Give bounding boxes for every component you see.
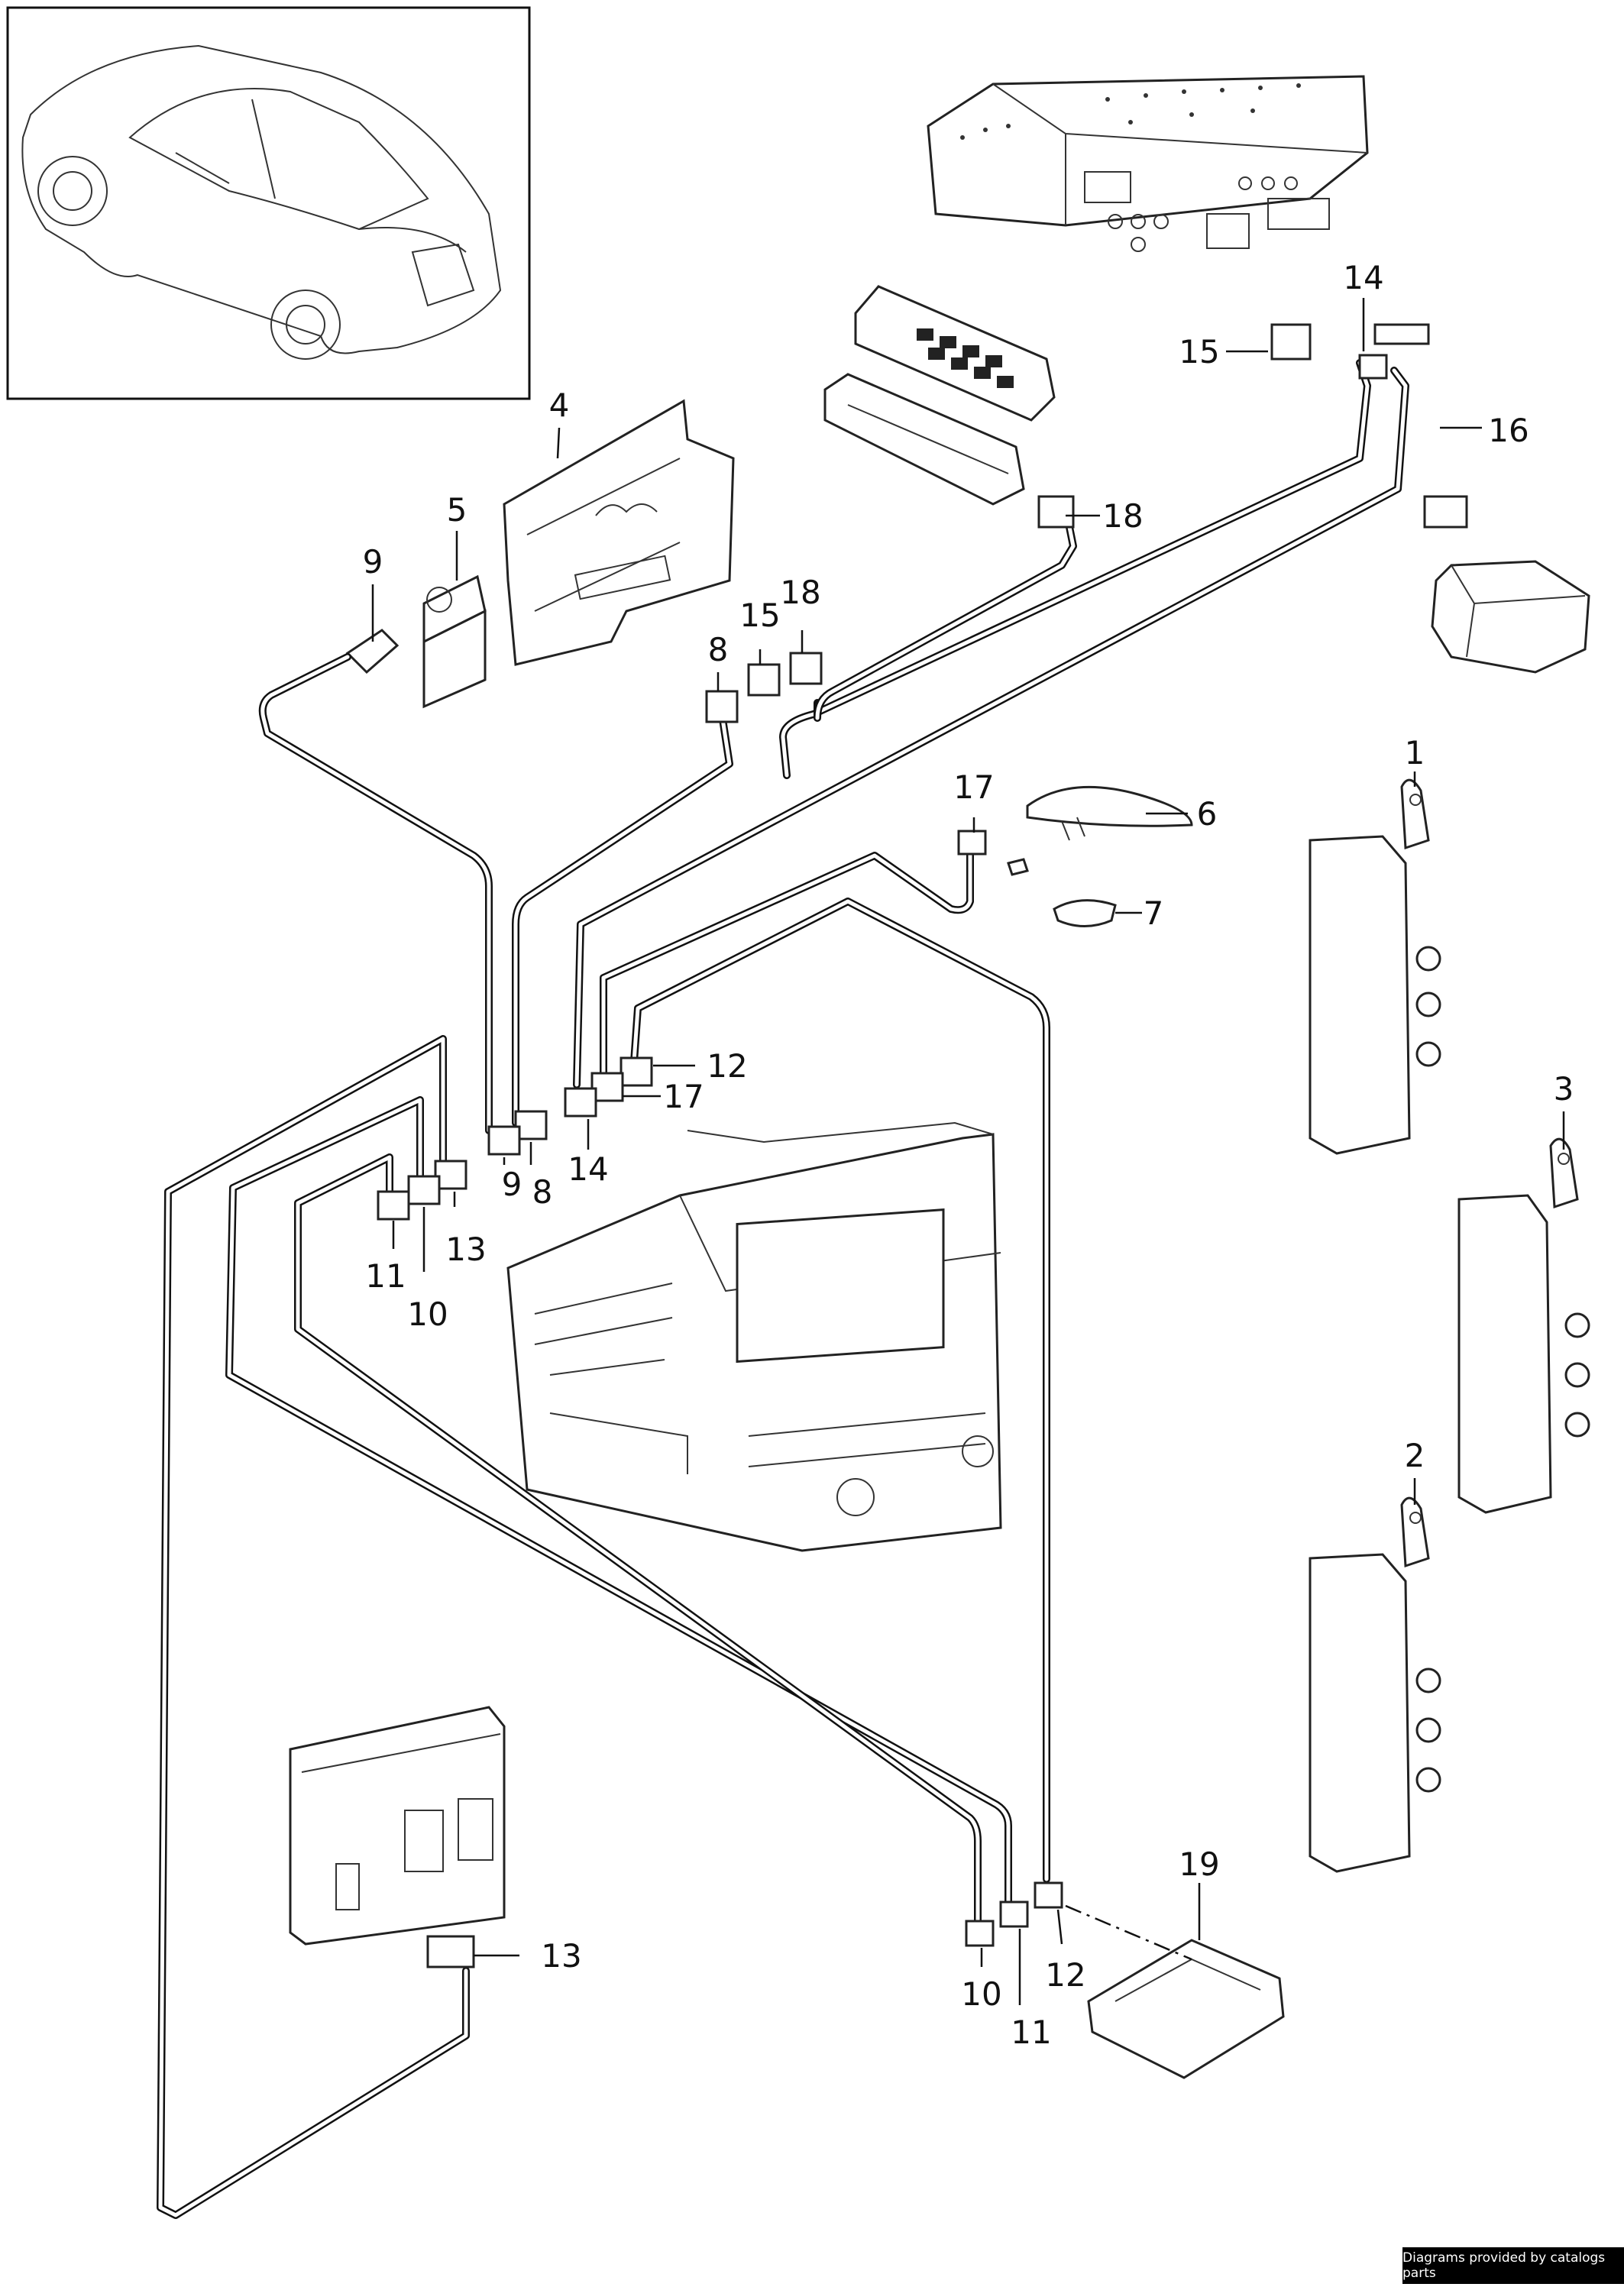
head-unit (506, 1121, 1002, 1552)
callout-4: 4 (549, 387, 570, 424)
callout-2: 2 (1405, 1437, 1425, 1474)
leader-lines (371, 298, 1565, 2005)
antenna-amplifier-3 (1457, 1137, 1590, 1514)
callout-17-mid: 17 (663, 1078, 704, 1115)
connectors (377, 323, 1468, 1968)
roof-antenna-6 (1007, 785, 1193, 876)
callout-labels: 1 3 2 4 5 9 6 7 15 14 16 18 8 15 18 17 1… (363, 259, 1574, 2051)
callout-7: 7 (1144, 894, 1164, 932)
antenna-amplifier-1 (1309, 778, 1441, 1155)
callout-18-right: 18 (1102, 497, 1143, 535)
callout-15-mid: 15 (739, 597, 780, 634)
callout-16: 16 (1488, 412, 1529, 449)
callout-17-top: 17 (953, 768, 994, 806)
callout-8-top: 8 (708, 631, 729, 668)
callout-14-top: 14 (1343, 259, 1383, 296)
module-5 (422, 574, 487, 709)
callout-1: 1 (1405, 734, 1425, 771)
nut-7 (1053, 899, 1117, 927)
callout-11-left: 11 (365, 1257, 406, 1295)
callout-13-bottom: 13 (541, 1937, 581, 1975)
control-module (289, 1706, 506, 1946)
callout-14-mid: 14 (568, 1150, 608, 1188)
callout-9-mid: 9 (502, 1166, 522, 1203)
credit-badge: Diagrams provided by catalogs parts (1402, 2247, 1624, 2284)
remote-controls (823, 285, 1056, 506)
callout-13-mid: 13 (445, 1231, 486, 1268)
holder-clip-19 (1087, 1939, 1285, 2079)
callout-11-bottom: 11 (1011, 2014, 1051, 2051)
bracket-16 (1431, 560, 1590, 674)
callout-5: 5 (447, 491, 467, 529)
callout-6: 6 (1197, 795, 1218, 833)
callout-12-bottom: 12 (1045, 1956, 1085, 1994)
callout-19: 19 (1179, 1845, 1219, 1883)
callout-10-bottom: 10 (961, 1975, 1001, 2013)
callout-9-top: 9 (363, 543, 383, 581)
amplifier-unit (927, 75, 1369, 252)
callout-18-mid: 18 (780, 574, 820, 611)
antenna-amplifier-2 (1309, 1496, 1441, 1873)
callout-12-mid: 12 (707, 1047, 747, 1085)
wiring-harness (157, 359, 1409, 2219)
callout-8-mid: 8 (532, 1173, 553, 1211)
plug-9 (345, 629, 400, 674)
bracket-4 (503, 399, 735, 666)
callout-15-right: 15 (1179, 333, 1219, 370)
callout-10-left: 10 (407, 1296, 448, 1333)
vehicle-thumbnail (6, 6, 531, 400)
callout-3: 3 (1554, 1070, 1574, 1108)
